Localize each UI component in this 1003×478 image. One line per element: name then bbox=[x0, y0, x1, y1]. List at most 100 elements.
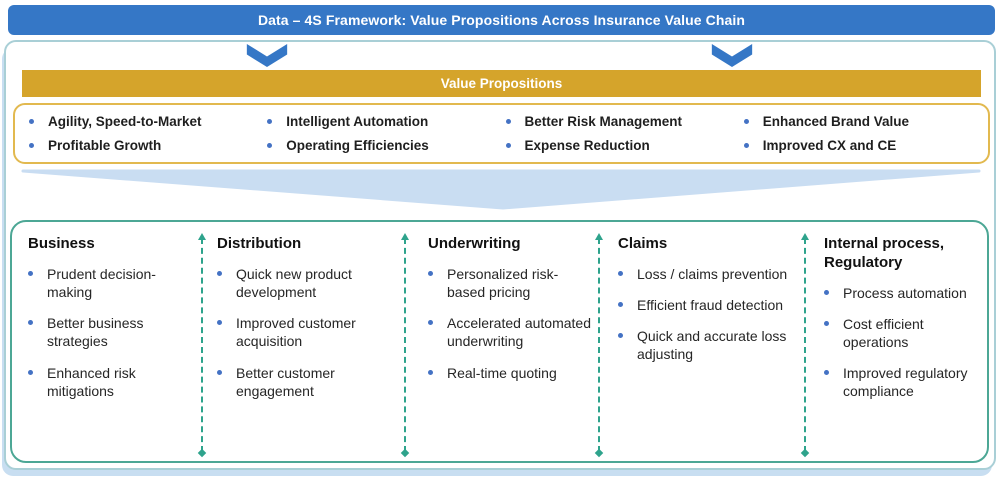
arrow-up-icon bbox=[801, 233, 809, 240]
bullet-icon bbox=[428, 369, 433, 375]
value-proposition-label: Intelligent Automation bbox=[286, 113, 429, 129]
arrow-up-icon bbox=[198, 233, 206, 240]
list-item: Accelerated automated underwriting bbox=[428, 314, 594, 350]
bullet-icon bbox=[505, 118, 511, 124]
column-title: Distribution bbox=[217, 235, 302, 252]
value-proposition-item: Profitable Growth bbox=[27, 138, 265, 153]
dashed-separator bbox=[400, 233, 410, 458]
arrow-up-icon bbox=[595, 233, 603, 240]
bullet-icon bbox=[217, 270, 222, 276]
list-item-label: Quick new product development bbox=[236, 265, 352, 300]
list-item-label: Cost efficient operations bbox=[843, 315, 924, 350]
value-proposition-label: Expense Reduction bbox=[524, 138, 650, 154]
value-proposition-item: Improved CX and CE bbox=[742, 138, 980, 153]
list-item: Enhanced risk mitigations bbox=[28, 364, 196, 400]
list-item: Quick new product development bbox=[217, 265, 392, 301]
column-title: Internal process, Regulatory bbox=[824, 235, 945, 271]
value-chain-box: Business Prudent decision-making Better … bbox=[10, 220, 989, 463]
bullet-icon bbox=[28, 369, 33, 375]
column-title: Underwriting bbox=[428, 235, 521, 252]
list-item-label: Enhanced risk mitigations bbox=[47, 364, 136, 399]
bullet-icon bbox=[428, 320, 433, 326]
list-item: Improved regulatory compliance bbox=[824, 364, 982, 400]
bullet-icon bbox=[29, 143, 34, 149]
list-item: Quick and accurate loss adjusting bbox=[618, 327, 794, 363]
list-item: Personalized risk-based pricing bbox=[428, 265, 594, 301]
list-item: Real-time quoting bbox=[428, 364, 594, 382]
value-proposition-label: Improved CX and CE bbox=[762, 138, 897, 154]
list-item: Improved customer acquisition bbox=[217, 314, 392, 350]
arrow-up-icon bbox=[401, 233, 409, 240]
list-item-label: Efficient fraud detection bbox=[637, 296, 784, 313]
chevron-down-icon bbox=[246, 44, 288, 68]
dashed-separator bbox=[197, 233, 207, 458]
column-title: Claims bbox=[618, 235, 668, 252]
diamond-icon bbox=[197, 448, 207, 458]
value-chain-column-distribution: Distribution Quick new product developme… bbox=[217, 235, 392, 413]
bullet-icon bbox=[28, 320, 33, 326]
bullet-icon bbox=[505, 143, 511, 149]
diagram-title-bar: Data – 4S Framework: Value Propositions … bbox=[8, 5, 995, 35]
value-proposition-item: Better Risk Management bbox=[504, 114, 742, 129]
bullet-icon bbox=[217, 369, 222, 375]
list-item: Prudent decision-making bbox=[28, 265, 196, 301]
chevron-down-icon bbox=[711, 44, 753, 68]
bullet-icon bbox=[743, 143, 749, 149]
dashed-separator bbox=[594, 233, 604, 458]
list-item-label: Process automation bbox=[843, 284, 967, 301]
value-chain-column-claims: Claims Loss / claims prevention Efficien… bbox=[618, 235, 794, 377]
bullet-icon bbox=[824, 320, 829, 326]
bullet-icon bbox=[743, 118, 749, 124]
bullet-icon bbox=[824, 370, 829, 376]
value-proposition-item: Enhanced Brand Value bbox=[742, 114, 980, 129]
list-item-label: Better business strategies bbox=[47, 315, 144, 350]
list-item-label: Loss / claims prevention bbox=[637, 265, 788, 282]
column-title: Business bbox=[28, 235, 95, 252]
list-item-label: Accelerated automated underwriting bbox=[447, 315, 591, 350]
value-proposition-label: Operating Efficiencies bbox=[286, 138, 429, 154]
list-item-label: Improved customer acquisition bbox=[236, 315, 356, 350]
list-item-label: Personalized risk-based pricing bbox=[447, 265, 559, 300]
value-chain-column-internal-process-regulatory: Internal process, Regulatory Process aut… bbox=[824, 235, 982, 413]
bullet-icon bbox=[618, 270, 623, 276]
bullet-icon bbox=[28, 270, 33, 276]
list-item: Cost efficient operations bbox=[824, 315, 982, 351]
value-propositions-box: Agility, Speed-to-Market Profitable Grow… bbox=[13, 103, 990, 164]
bullet-icon bbox=[267, 118, 273, 124]
value-proposition-label: Better Risk Management bbox=[524, 113, 683, 129]
value-propositions-header-label: Value Propositions bbox=[440, 76, 563, 91]
list-item: Efficient fraud detection bbox=[618, 296, 794, 314]
value-proposition-item: Intelligent Automation bbox=[265, 114, 503, 129]
diamond-icon bbox=[400, 448, 410, 458]
list-item: Process automation bbox=[824, 284, 982, 302]
list-item-label: Better customer engagement bbox=[236, 364, 335, 399]
value-proposition-item: Expense Reduction bbox=[504, 138, 742, 153]
value-proposition-item: Agility, Speed-to-Market bbox=[27, 114, 265, 129]
diamond-icon bbox=[800, 448, 810, 458]
value-proposition-item: Operating Efficiencies bbox=[265, 138, 503, 153]
list-item: Better customer engagement bbox=[217, 364, 392, 400]
dashed-separator bbox=[800, 233, 810, 458]
value-chain-column-business: Business Prudent decision-making Better … bbox=[28, 235, 196, 413]
value-proposition-label: Agility, Speed-to-Market bbox=[48, 113, 202, 129]
list-item: Loss / claims prevention bbox=[618, 265, 794, 283]
list-item: Better business strategies bbox=[28, 314, 196, 350]
list-item-label: Real-time quoting bbox=[447, 364, 557, 381]
list-item-label: Prudent decision-making bbox=[47, 265, 156, 300]
bullet-icon bbox=[267, 143, 273, 149]
bullet-icon bbox=[618, 333, 623, 339]
list-item-label: Quick and accurate loss adjusting bbox=[637, 328, 787, 363]
diagram-title: Data – 4S Framework: Value Propositions … bbox=[257, 12, 746, 28]
value-propositions-header-bar: Value Propositions bbox=[22, 70, 981, 97]
value-proposition-label: Enhanced Brand Value bbox=[762, 113, 910, 129]
bullet-icon bbox=[217, 320, 222, 326]
value-chain-column-underwriting: Underwriting Personalized risk-based pri… bbox=[428, 235, 594, 395]
bullet-icon bbox=[428, 270, 433, 276]
value-proposition-label: Profitable Growth bbox=[48, 138, 162, 154]
bullet-icon bbox=[29, 118, 34, 124]
bullet-icon bbox=[618, 301, 623, 307]
funnel-arrow-shape bbox=[21, 169, 981, 210]
bullet-icon bbox=[824, 289, 829, 295]
diamond-icon bbox=[594, 448, 604, 458]
